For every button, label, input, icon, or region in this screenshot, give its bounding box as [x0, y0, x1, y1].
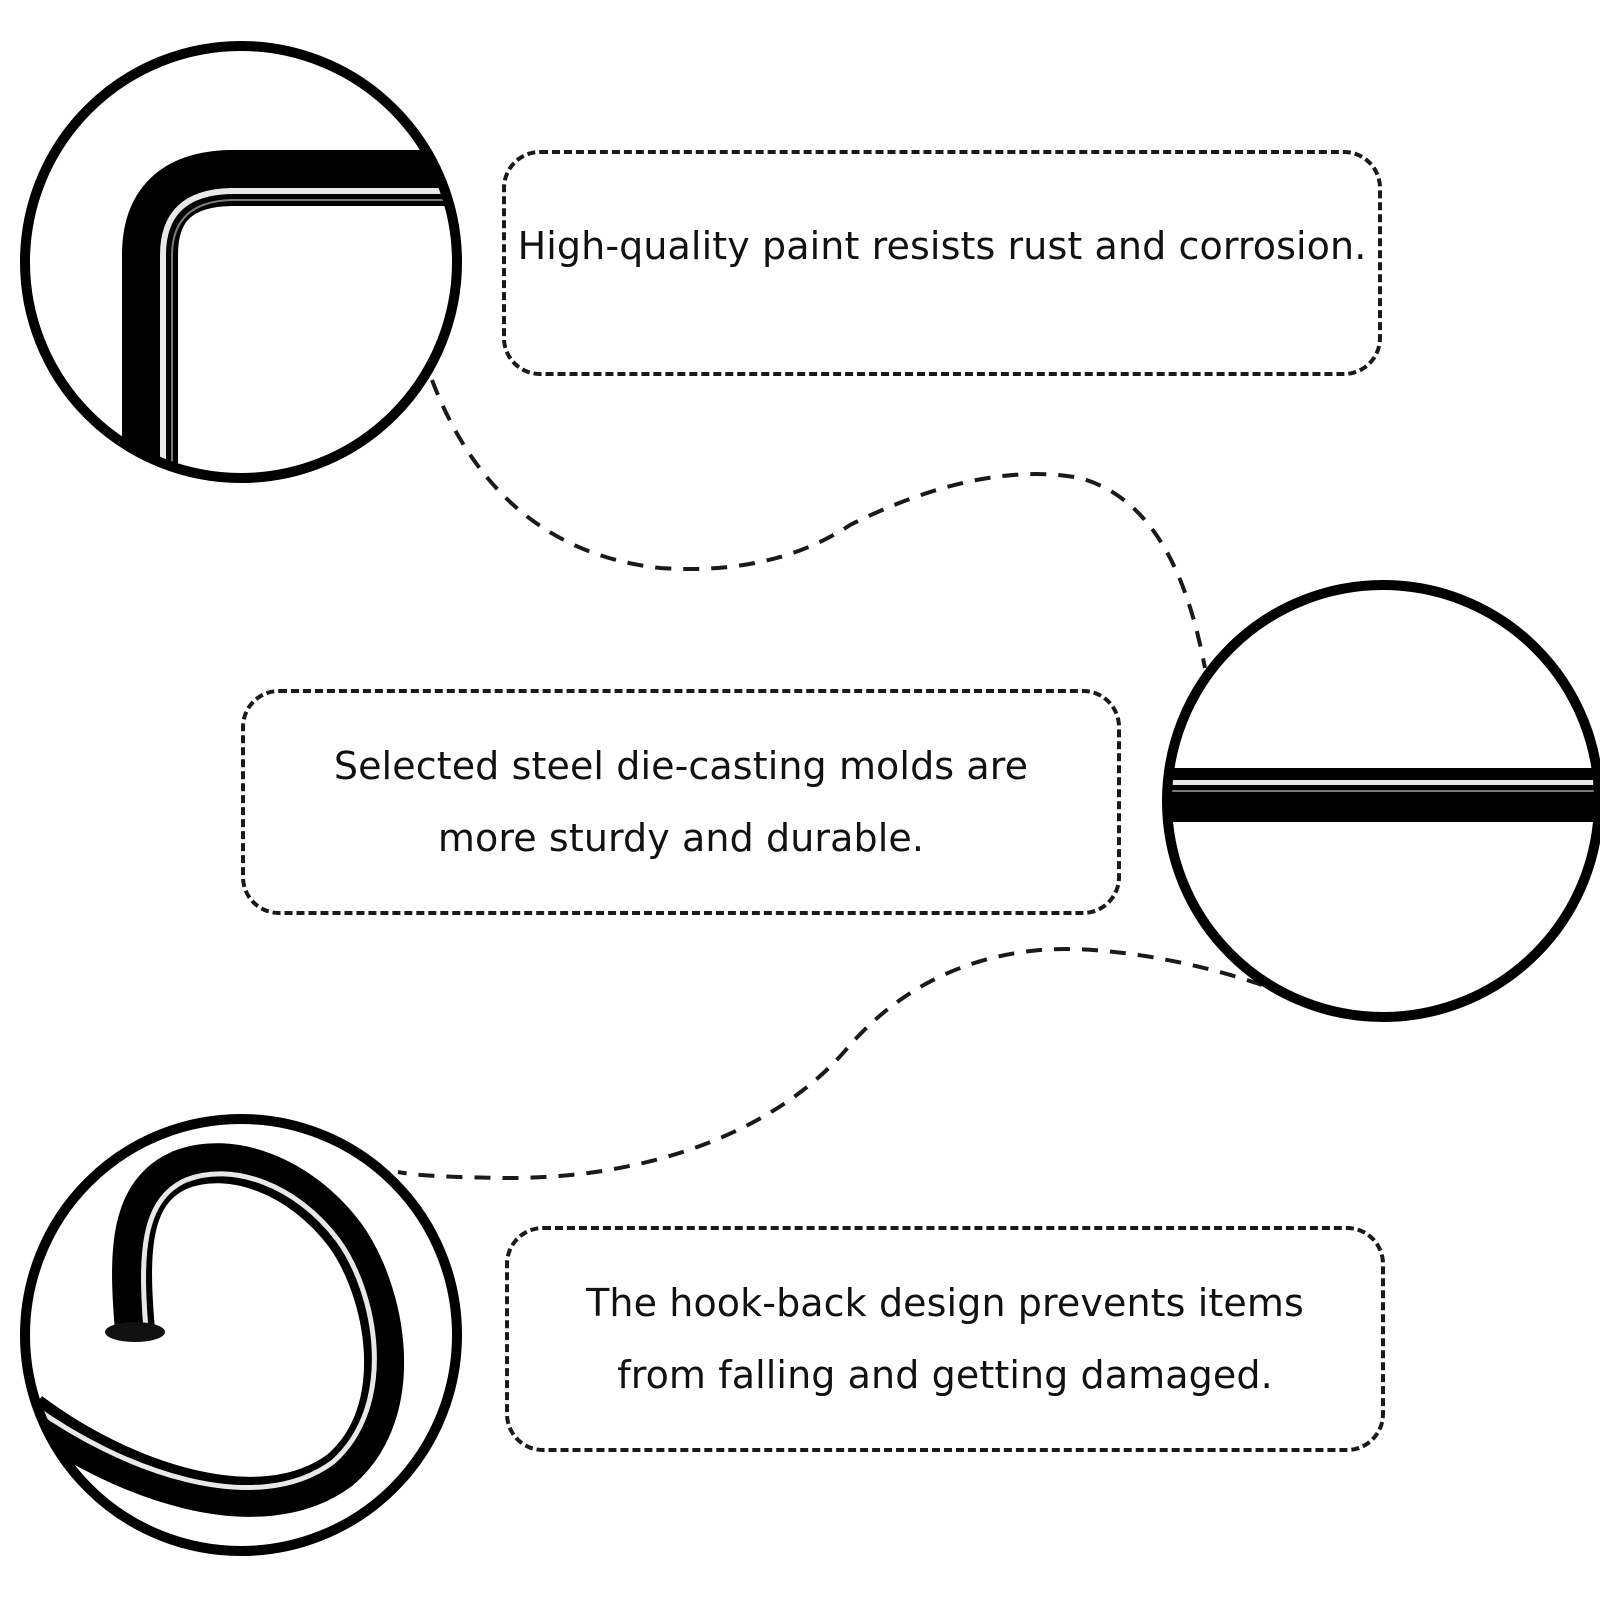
callout-text-line: from falling and getting damaged.	[617, 1353, 1273, 1397]
callout-text-line: High-quality paint resists rust and corr…	[517, 224, 1367, 268]
callout-paint-resistance: High-quality paint resists rust and corr…	[502, 150, 1382, 376]
detail-circle-middle	[1162, 580, 1600, 1022]
bent-rod-corner-icon	[122, 150, 457, 478]
callout-text-line: Selected steel die-casting molds are	[333, 744, 1029, 788]
connector-middle-to-bottom	[397, 947, 1263, 1181]
hook-back-icon	[25, 1143, 405, 1517]
callout-hook-design: The hook-back design prevents items from…	[505, 1226, 1385, 1452]
callout-text-line: The hook-back design prevents items	[586, 1281, 1304, 1325]
connector-top-to-middle	[430, 379, 1207, 669]
straight-rod-icon	[1167, 768, 1599, 822]
detail-circle-top	[20, 41, 462, 483]
detail-circle-bottom	[20, 1114, 462, 1556]
callout-steel-durability: Selected steel die-casting molds are mor…	[241, 689, 1121, 915]
callout-text-line: more sturdy and durable.	[437, 816, 925, 860]
